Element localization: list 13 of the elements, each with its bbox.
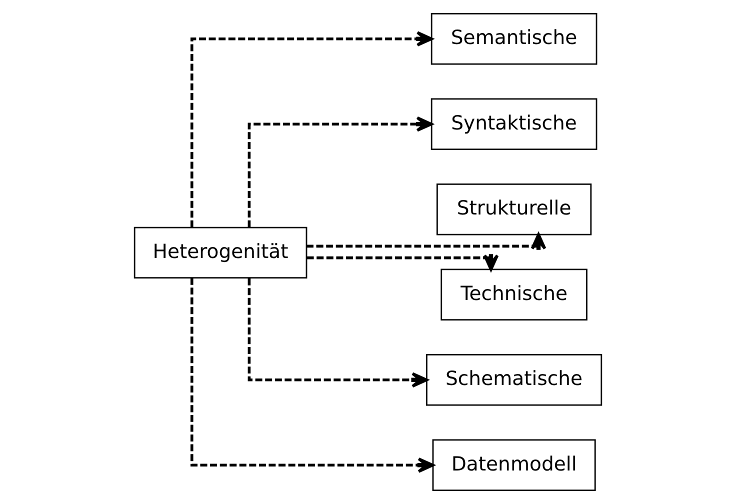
arrow xyxy=(306,254,499,271)
arrow xyxy=(248,278,428,388)
node-box: Syntaktische xyxy=(430,98,598,150)
node-box: Heterogenität xyxy=(134,226,308,279)
arrow xyxy=(190,31,433,228)
node-box: Datenmodell xyxy=(432,439,596,491)
node-box: Strukturelle xyxy=(436,184,592,236)
arrow xyxy=(190,278,434,473)
arrow xyxy=(306,233,546,250)
arrow xyxy=(248,116,433,228)
node-box: Technische xyxy=(440,268,588,320)
node-box: Semantische xyxy=(430,13,598,65)
node-box: Schematische xyxy=(426,354,602,406)
